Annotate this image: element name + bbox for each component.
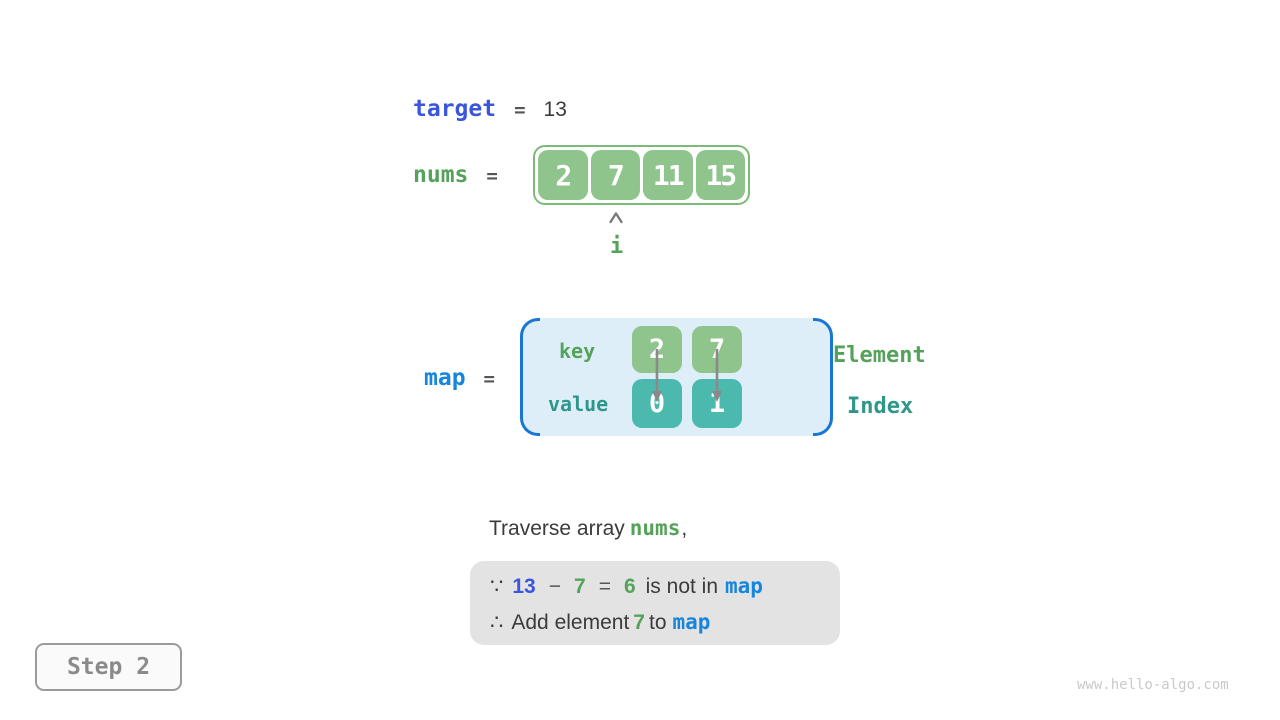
nums-equals-sign: = (486, 165, 498, 187)
add-element-text: Add element (511, 611, 630, 634)
hash-map: key value 2 7 0 1 (520, 318, 833, 436)
target-value: 13 (543, 98, 567, 121)
element-annotation: Element (833, 343, 926, 368)
map-row-label: map = (424, 365, 495, 391)
map-code-ref: map (672, 610, 711, 634)
nums-array: 2 7 11 15 (533, 145, 750, 205)
array-cell: 7 (590, 150, 640, 200)
pointer-caret-icon (608, 211, 624, 229)
watermark: www.hello-algo.com (1077, 677, 1229, 693)
step-badge-label: Step 2 (66, 654, 151, 680)
map-equals-sign: = (483, 368, 495, 390)
step-badge: Step 2 (35, 643, 182, 691)
added-element-value: 7 (633, 611, 645, 634)
target-variable-name: target (413, 96, 497, 122)
minuend-value: 13 (512, 575, 536, 598)
target-equals-sign: = (514, 99, 526, 121)
map-variable-name: map (424, 365, 466, 391)
therefore-symbol: ∴ (490, 611, 504, 634)
array-cell: 15 (695, 150, 745, 200)
caption-suffix: , (681, 517, 688, 540)
nums-variable-name: nums (413, 162, 469, 188)
map-value-label: value (548, 392, 609, 416)
difference-value: 6 (623, 575, 636, 598)
because-symbol: ∵ (490, 575, 504, 598)
target-row: target = 13 (413, 96, 567, 122)
map-code-ref: map (725, 574, 763, 598)
array-cell: 2 (538, 150, 588, 200)
equals-sign: = (598, 575, 611, 598)
explanation-line-1: ∵ 13−7 = 6 is not in map (490, 568, 840, 604)
index-annotation: Index (847, 394, 914, 419)
to-text: to (648, 611, 667, 634)
array-cell: 11 (643, 150, 693, 200)
pointer-label: i (610, 234, 624, 259)
minus-sign: − (548, 575, 561, 598)
caption-nums-code: nums (629, 516, 681, 540)
nums-row-label: nums = (413, 162, 498, 188)
map-left-bracket (520, 318, 540, 436)
key-to-value-arrow-icon (650, 349, 664, 403)
map-right-bracket (813, 318, 833, 436)
map-key-label: key (559, 339, 596, 363)
map-value-cell: 1 (692, 379, 742, 428)
caption-prefix: Traverse array (489, 517, 625, 540)
subtrahend-value: 7 (574, 575, 586, 598)
not-in-text: is not in (645, 575, 719, 598)
key-to-value-arrow-icon (710, 349, 724, 403)
map-value-cell: 0 (632, 379, 682, 428)
